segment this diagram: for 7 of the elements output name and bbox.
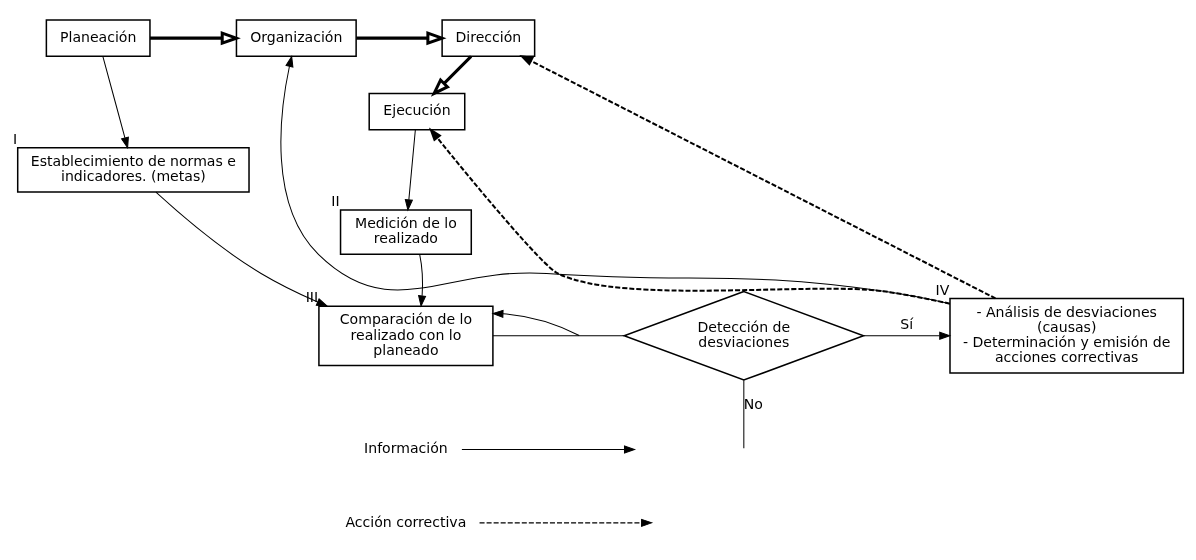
edge-label: No (743, 395, 763, 412)
legend-label: Acción correctiva (345, 513, 467, 530)
legend-label: Información (364, 439, 448, 456)
edge-label: Sí (900, 315, 914, 332)
node-label: II (331, 192, 340, 209)
node-label: IV (935, 281, 950, 298)
node-label: I (13, 130, 18, 147)
